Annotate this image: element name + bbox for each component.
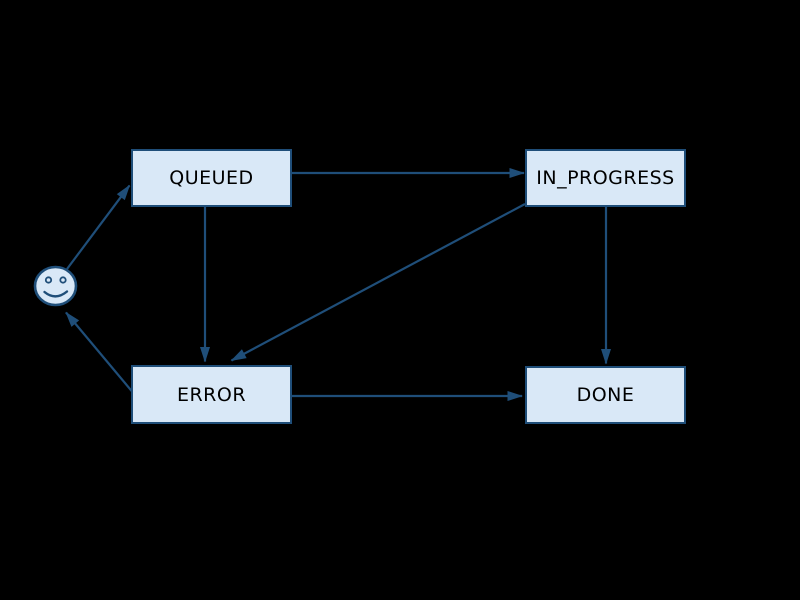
edge-error-to-start	[65, 311, 134, 393]
edge-in-progress-to-error	[230, 203, 526, 362]
node-queued: QUEUED	[131, 149, 292, 207]
edge-start-to-queued	[66, 184, 131, 270]
smiley-mouth	[43, 290, 69, 298]
smiley-left-eye	[44, 276, 53, 284]
smiley-actor-icon	[33, 265, 78, 307]
node-done: DONE	[525, 366, 686, 424]
node-error-label: ERROR	[176, 383, 247, 406]
node-in-progress-label: IN_PROGRESS	[536, 167, 675, 189]
node-error: ERROR	[131, 365, 292, 424]
node-queued-label: QUEUED	[169, 167, 254, 189]
node-done-label: DONE	[576, 384, 635, 406]
node-in-progress: IN_PROGRESS	[525, 149, 686, 207]
smiley-right-eye	[59, 276, 67, 284]
